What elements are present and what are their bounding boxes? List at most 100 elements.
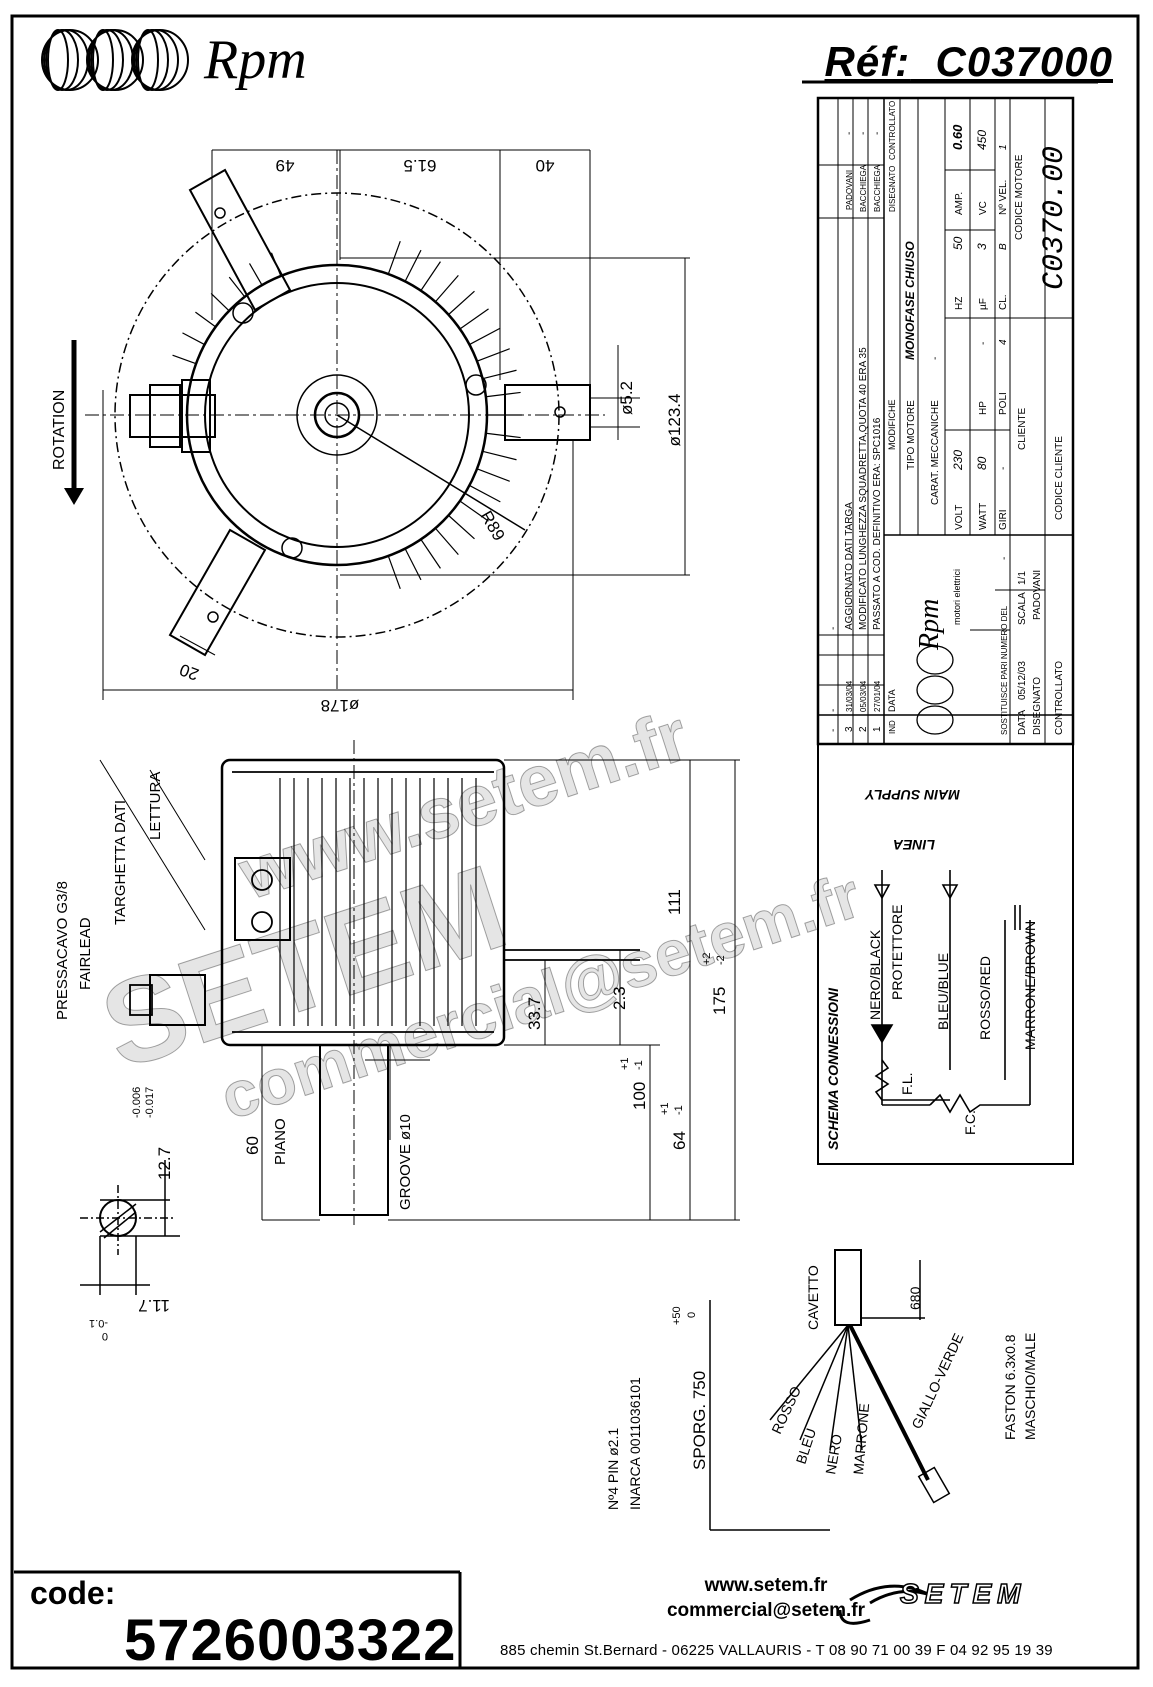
dim-175: 175 [710,987,729,1015]
giri-label: GIRI [998,509,1009,530]
footer-address: 885 chemin St.Bernard - 06225 VALLAURIS … [500,1642,1053,1659]
protettore-label: PROTETTORE [889,905,905,1000]
faston-label: FASTON 6.3x0.8 [1002,1334,1018,1440]
watt-label: WATT [978,503,989,530]
setem-logo: SETEM [899,1577,1027,1610]
hdr-data: DATA [887,689,897,712]
fc-label: F.C. [962,1110,978,1135]
rpm-coil-logo [41,29,189,91]
nvel-value: 1 [998,144,1009,150]
dim-61-5: 61.5 [403,156,436,175]
sporg-tol-dn: 0 [686,1312,698,1318]
sost-value: - [999,557,1010,560]
code-label: code: [30,1575,116,1611]
tol-12-7-b: -0.017 [144,1087,156,1118]
dim-5-2: ø5.2 [617,381,636,415]
footer-email-link[interactable]: commercial@setem.fr [666,1600,866,1621]
dim-49: 49 [276,156,295,175]
hdr-controllato: CONTROLLATO [888,101,897,160]
company-logo-small: Rpm [914,599,945,651]
rev-blank-1: - [828,729,839,732]
code-value: 5726003322 [124,1608,457,1673]
brand-logo: Rpm [204,29,307,91]
carat-value: - [930,357,941,360]
watermark: www.setem.fr SETEM commercial@setem.fr [86,695,869,1134]
codice-cliente-label: CODICE CLIENTE [1054,436,1065,520]
amp-label: AMP. [954,192,965,215]
uf-label: µF [978,298,989,310]
data-value: 05/12/03 [1017,661,1028,700]
dim-123-4: ø123.4 [665,394,684,447]
schema-title: SCHEMA CONNESSIONI [825,987,841,1150]
rev-3-data: 31/03/04 [845,680,854,712]
amp-value: 0.60 [950,124,965,150]
rev-2-controllato: - [858,132,869,135]
shaft-section [80,1160,180,1295]
carat-label: CARAT. MECCANICHE [930,400,941,505]
codice-motore-label: CODICE MOTORE [1014,154,1025,240]
nvel-label: Nº VEL. [998,180,1009,215]
hz-label: HZ [954,297,965,310]
dim-2-3: 2.3 [610,986,629,1010]
rev-1-disegnato: BACCHIEGA [873,164,882,212]
disegnato-label: DISEGNATO [1032,677,1043,735]
title-block-grid [816,96,1075,1165]
bleu-label: BLEU [793,1426,820,1466]
cl-value: B [998,243,1009,250]
dim-12-7: 12.7 [155,1147,174,1180]
rev-2-data: 05/03/04 [859,680,868,712]
linea-label: LINEA [893,837,935,853]
rev-blank-2: - [828,709,839,712]
pressacavo-label: PRESSACAVO G3/8 [54,881,71,1020]
tipo-motore-value: MONOFASE CHIUSO [903,241,917,360]
dim-178: ø178 [321,696,360,715]
motor-side-view [129,740,640,1225]
sporg-label: SPORG. 750 [690,1371,709,1470]
hp-label: HP [978,401,989,415]
marrone-label: MARRONE [850,1403,872,1476]
dim-20: 20 [177,660,201,684]
rev-3-modifiche: AGGIORNATO DATI TARGA [844,502,855,630]
company-sub: motori elettrici [952,569,962,625]
ref-label: Réf: [824,38,911,85]
nero-label: NERO [822,1433,845,1476]
tol-11-7-b: 0 [102,1330,108,1342]
dim-11-7: 11.7 [138,1296,170,1315]
fl-label: F.L. [899,1072,915,1095]
cavetto-label: CAVETTO [805,1265,821,1330]
hdr-ind: IND [888,720,897,734]
uf-value: 3 [975,243,989,250]
targhetta-label: TARGHETTA DATI [112,800,129,925]
n4pin-label: Nº4 PIN ø2.1 [605,1428,621,1510]
maschio-label: MASCHIO/MALE [1022,1333,1038,1440]
dim-680: 680 [907,1286,923,1310]
sost-label: SOSTITUISCE PARI NUMERO DEL [1000,605,1009,735]
groove-label: GROOVE ø10 [397,1114,414,1210]
tipo-motore-label: TIPO MOTORE [906,400,917,470]
dim-33-7: 33.7 [525,997,544,1030]
rev-2-ind: 2 [858,726,869,732]
ref-value: C037000 [935,38,1113,85]
poli-label: POLI [998,392,1009,415]
vc-label: VC [978,201,989,215]
dim-64-tol-up: +1 [659,1102,671,1115]
rotation-label: ROTATION [51,390,68,470]
dim-r89: R89 [477,508,509,545]
rev-3-ind: 3 [844,726,855,732]
bleu-blue-label: BLEU/BLUE [935,953,951,1030]
sporg-tol-up: +50 [671,1306,683,1325]
dim-100-tol-dn: -1 [633,1060,645,1070]
dim-175-tol-up: +2 [701,952,713,965]
dim-100: 100 [630,1082,649,1110]
main-supply-label: MAIN SUPPLY [864,787,960,803]
dim-64-tol-dn: -1 [673,1105,685,1115]
tol-12-7-a: -0.006 [131,1087,143,1118]
poli-value: 4 [998,339,1009,345]
piano-label: PIANO [272,1118,289,1165]
setem-swoosh-icon [838,1584,931,1625]
rev-1-modifiche: PASSATO A COD. DEFINITIVO ERA: SPC1016 [872,417,883,630]
codice-motore-value: C0370.00 [1038,146,1072,290]
footer-web-link[interactable]: www.setem.fr [704,1575,828,1596]
dim-111: 111 [665,889,684,915]
